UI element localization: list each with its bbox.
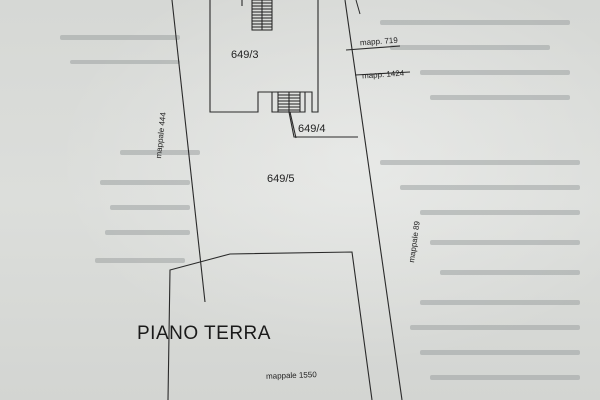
- stair-hatching-bottom: [277, 91, 301, 113]
- parcel-boundary-left: [171, 0, 206, 303]
- building-1550-outline: [167, 251, 373, 400]
- building-649-3-outline: [209, 0, 319, 113]
- floor-title: PIANO TERRA: [137, 323, 271, 344]
- parcel-649-3-label: 649/3: [231, 49, 259, 61]
- parcel-649-4-label: 649/4: [298, 123, 326, 135]
- parcel-649-4-boundary: [288, 111, 358, 138]
- leader-649-4: [289, 111, 297, 139]
- parcel-boundary-right: [344, 0, 403, 400]
- parcel-649-5-label: 649/5: [267, 173, 295, 185]
- stair-hatching-top: [251, 0, 273, 31]
